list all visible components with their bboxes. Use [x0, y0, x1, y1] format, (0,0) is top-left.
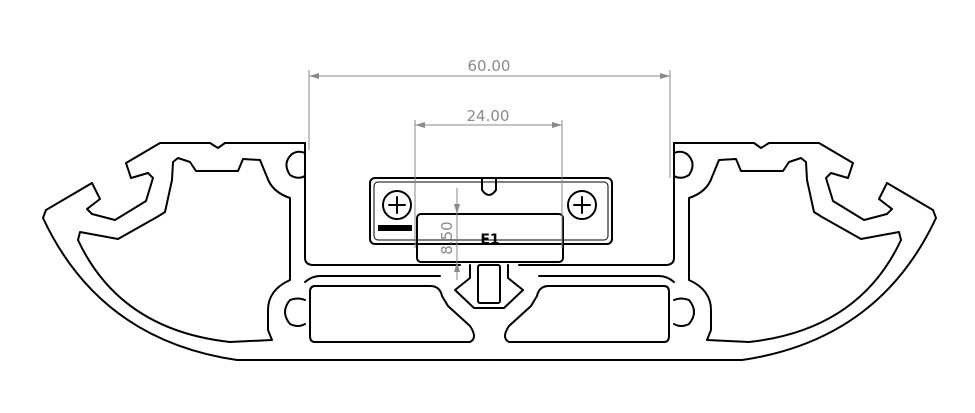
dimension-overall-width: 60.00: [308, 57, 671, 178]
slot-circle: [481, 177, 497, 196]
module-label: E1: [480, 232, 499, 248]
screw-icon-left: [382, 190, 412, 220]
dimension-module-height: 8.50: [438, 188, 460, 280]
dimension-24: 24.00: [467, 107, 510, 125]
logo-mark: [378, 225, 412, 231]
bottom-groove-hole-left: [284, 297, 306, 327]
outer-contour-left: [42, 142, 490, 361]
right-wall-left: [304, 142, 461, 283]
dimension-60: 60.00: [468, 57, 511, 75]
screw-icon-right: [567, 190, 597, 220]
inner-cavity-left: [77, 157, 291, 343]
profile-right-half: [489, 142, 937, 361]
dimension-8-5: 8.50: [438, 221, 456, 254]
bottom-slot-left: [309, 285, 475, 343]
label-plate: [416, 213, 564, 263]
module-clip: E1: [369, 177, 613, 263]
dimension-module-width: 24.00: [414, 107, 563, 248]
profile-left-half: [42, 142, 490, 361]
top-groove-hole-left: [285, 150, 306, 179]
center-t-slot: [454, 264, 524, 309]
